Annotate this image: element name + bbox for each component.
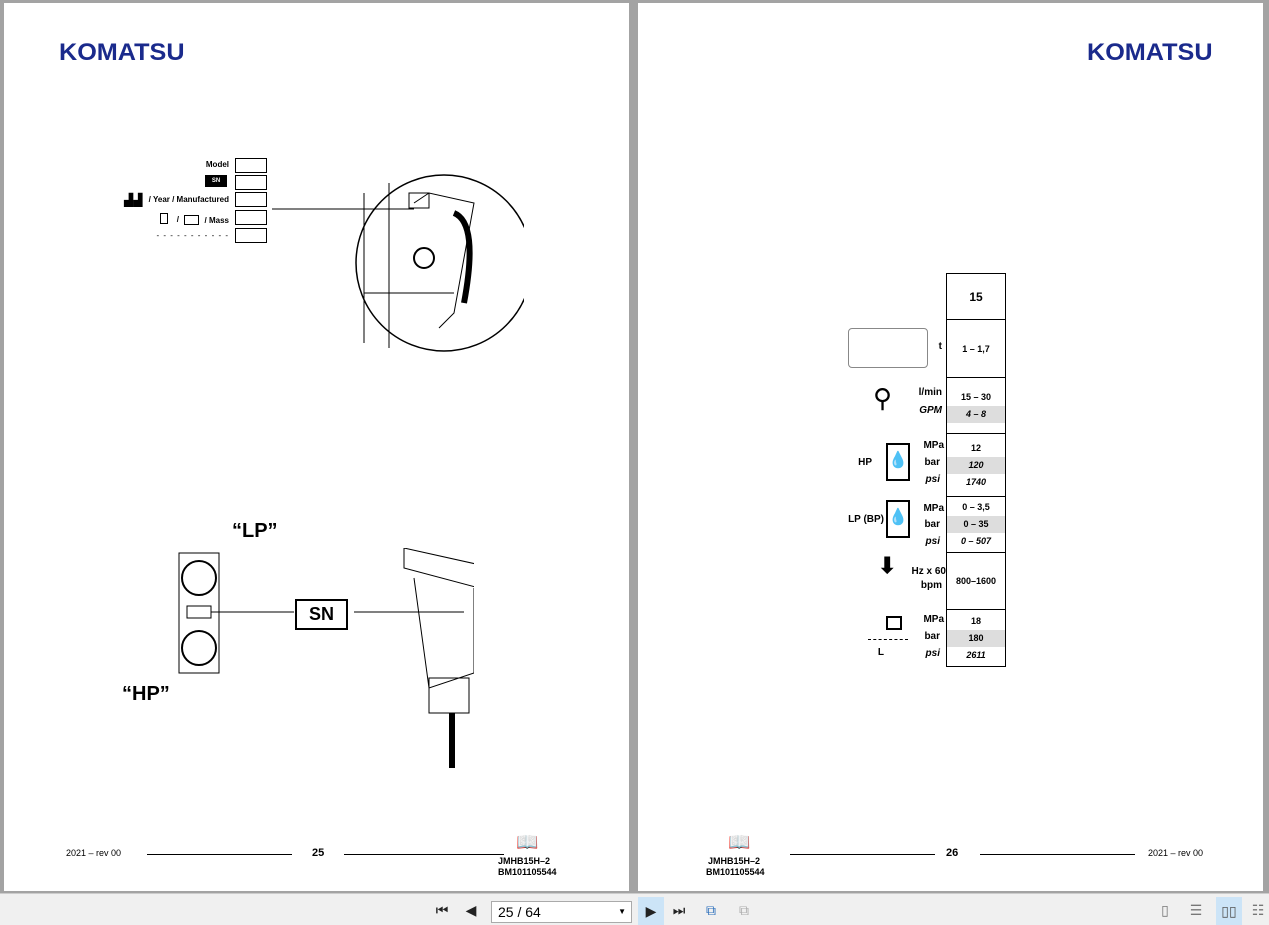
footer-date: 2021 – rev 00 bbox=[1148, 848, 1204, 858]
chevron-down-icon[interactable]: ▼ bbox=[618, 907, 626, 916]
previous-view-icon[interactable]: ⧉ bbox=[706, 902, 716, 918]
unit-psi: psi bbox=[925, 536, 940, 547]
previous-page-icon[interactable]: ◀ bbox=[465, 902, 477, 918]
plate-label-year: / Year / Manufactured bbox=[148, 195, 229, 204]
hp-mpa: 12 bbox=[970, 442, 981, 453]
facing-view-icon[interactable]: ▯▯ bbox=[1216, 897, 1242, 925]
unit-bar: bar bbox=[924, 457, 940, 468]
unit-t: t bbox=[938, 341, 942, 352]
flow-lmin: 15 – 30 bbox=[960, 391, 992, 402]
hp-label: “HP” bbox=[122, 683, 170, 705]
unit-hz: Hz x 60 bbox=[911, 566, 946, 577]
footer-date: 2021 – rev 00 bbox=[66, 848, 122, 858]
next-page-icon[interactable]: ▶ bbox=[638, 897, 664, 925]
single-page-view-icon[interactable]: ▯ bbox=[1161, 902, 1169, 918]
flow-gpm: 4 – 8 bbox=[947, 405, 1005, 423]
unit-gpm: GPM bbox=[919, 405, 942, 416]
doc-number: BM101105544 bbox=[706, 867, 765, 877]
unit-mpa: MPa bbox=[923, 503, 944, 514]
plate-label-blank: - - - - - - - - - - - bbox=[156, 231, 229, 240]
lp-psi: 0 – 507 bbox=[960, 536, 992, 546]
lp-mpa: 0 – 3,5 bbox=[962, 502, 990, 512]
lp-label: “LP” bbox=[232, 520, 278, 542]
right-page: KOMATSU 15 1 – 1,7 15 – 30 4 – 8 12 120 174… bbox=[638, 3, 1263, 891]
plate-label-model: Model bbox=[205, 160, 229, 169]
weight-value: 1 – 1,7 bbox=[946, 319, 1006, 378]
unit-mpa: MPa bbox=[923, 440, 944, 451]
page-number: 25 bbox=[312, 847, 325, 859]
unit-psi: psi bbox=[925, 474, 940, 485]
unit-bar: bar bbox=[924, 631, 940, 642]
manual-info-icon: 📖 bbox=[516, 832, 539, 852]
left-page: KOMATSU Model SN ▟▟ / Year / Manufacture… bbox=[4, 3, 629, 891]
doc-code: JMHB15H–2 bbox=[498, 856, 551, 866]
plate-location-detail-illustration bbox=[272, 174, 524, 352]
sn-label: SN bbox=[295, 599, 348, 630]
continuous-view-icon[interactable]: ☰ bbox=[1189, 902, 1203, 918]
page-number: 26 bbox=[946, 847, 959, 859]
unit-bar: bar bbox=[924, 519, 940, 530]
doc-number: BM101105544 bbox=[498, 867, 557, 877]
relief-bar: 180 bbox=[947, 629, 1005, 647]
breaker-illustration bbox=[178, 548, 474, 768]
continuous-facing-view-icon[interactable]: ☷ bbox=[1251, 902, 1265, 918]
l-label: L bbox=[877, 647, 884, 658]
page-select[interactable]: 25 / 64 ▼ bbox=[491, 901, 632, 923]
lifting-icon bbox=[184, 215, 199, 225]
komatsu-logo: KOMATSU bbox=[59, 39, 185, 66]
relief-valve-icon bbox=[868, 616, 908, 640]
oil-flow-tap-icon: ⚲ bbox=[873, 383, 893, 413]
manual-info-icon: 📖 bbox=[728, 832, 751, 852]
next-view-icon[interactable]: ⧉ bbox=[739, 902, 749, 918]
hp-bar: 120 bbox=[947, 456, 1005, 474]
model-cell: 15 bbox=[946, 273, 1006, 320]
last-page-icon[interactable]: ⏭ bbox=[672, 902, 686, 918]
unit-mpa: MPa bbox=[923, 614, 944, 625]
viewer-toolbar: ⏮ ◀ 25 / 64 ▼ ▶ ⏭ ⧉ ⧉ ▯ ☰ ▯▯ ☷ bbox=[0, 893, 1269, 925]
excavator-weight-icon bbox=[848, 328, 928, 368]
hp-psi: 1740 bbox=[965, 476, 987, 487]
pressure-icon: 💧 bbox=[886, 443, 910, 481]
unit-lmin: l/min bbox=[918, 387, 942, 398]
first-page-icon[interactable]: ⏮ bbox=[435, 902, 449, 918]
weight-icon bbox=[160, 213, 168, 224]
relief-mpa: 18 bbox=[970, 615, 981, 626]
relief-psi: 2611 bbox=[966, 649, 986, 660]
spec-table: 15 1 – 1,7 15 – 30 4 – 8 12 120 1740 0 – 3,… bbox=[946, 273, 1006, 667]
plate-label-sn: SN bbox=[205, 175, 227, 187]
unit-bpm: bpm bbox=[920, 580, 942, 591]
lp-bar: 0 – 35 bbox=[947, 516, 1005, 533]
factory-icon: ▟▟ bbox=[124, 193, 143, 207]
impact-rate-icon: ⬇ bbox=[878, 553, 897, 578]
frequency-value: 800–1600 bbox=[946, 552, 1006, 610]
lp-label: LP (BP) bbox=[848, 514, 884, 525]
unit-psi: psi bbox=[925, 648, 940, 659]
doc-code: JMHB15H–2 bbox=[708, 856, 761, 866]
komatsu-logo: KOMATSU bbox=[1087, 39, 1213, 66]
pressure-icon: 💧 bbox=[886, 500, 910, 538]
hp-label: HP bbox=[858, 457, 872, 468]
page-indicator: 25 / 64 bbox=[498, 904, 541, 920]
plate-separator: / bbox=[176, 215, 179, 224]
plate-label-mass: / Mass bbox=[204, 216, 229, 225]
